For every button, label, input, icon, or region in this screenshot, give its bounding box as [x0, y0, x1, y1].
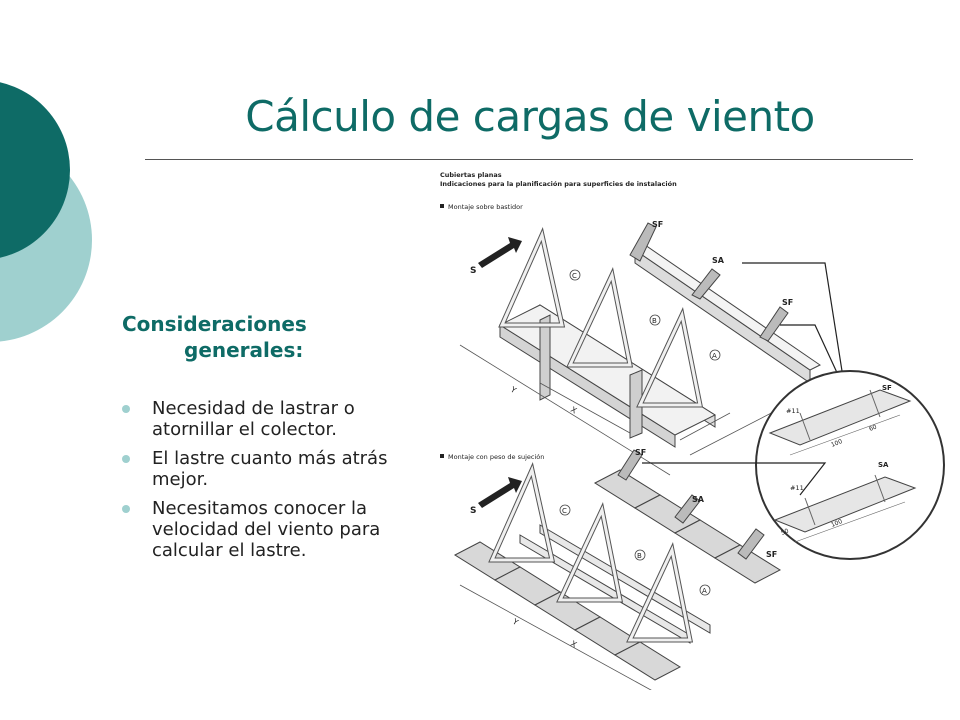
wind-label-s-2: S [470, 506, 476, 516]
figure-header-2: Indicaciones para la planificación para … [440, 180, 677, 188]
wind-label-s: S [470, 266, 476, 276]
bullet-text: El lastre cuanto más atrás mejor. [152, 448, 388, 490]
subheading-line1: Consideraciones [122, 312, 307, 336]
label-b-1: B [652, 317, 657, 325]
subheading: Consideraciones generales: [122, 311, 402, 363]
bullet-item: Necesitamos conocer la velocidad del vie… [122, 498, 402, 561]
bullet-item: Necesidad de lastrar o atornillar el col… [122, 398, 402, 440]
subheading-line2: generales: [184, 338, 304, 362]
detail-dim-50: 50 [780, 527, 790, 536]
detail-dim-60: 60 [868, 423, 878, 432]
label-b-2: B [637, 552, 642, 560]
label-c-2: C [562, 507, 567, 515]
ballast-mount-drawing [453, 449, 827, 696]
bullet-dot-icon [122, 505, 130, 513]
label-a-2: A [702, 587, 707, 595]
decorative-circles [0, 0, 140, 420]
dim-x-1: X [569, 405, 579, 416]
dim-y-2: Y [510, 616, 520, 627]
label-sf-1: SF [652, 220, 663, 229]
frame-mount-drawing: S [459, 222, 846, 476]
mounting-diagram: Cubiertas planas Indicaciones para la pl… [430, 165, 945, 696]
detail-dim-100-2: 100 [830, 518, 843, 529]
label-c-1: C [572, 272, 577, 280]
label-sf-4: SF [766, 550, 777, 559]
bullet-text: Necesidad de lastrar o atornillar el col… [152, 398, 355, 440]
section-label-ballast: Montaje con peso de sujeción [448, 453, 544, 461]
detail-part-2: #11 [790, 484, 804, 492]
bullet-text: Necesitamos conocer la velocidad del vie… [152, 498, 381, 561]
label-sa-1: SA [712, 256, 725, 265]
title-divider [145, 159, 913, 160]
detail-sf: SF [882, 384, 892, 392]
detail-part-1: #11 [786, 407, 800, 415]
bullet-item: El lastre cuanto más atrás mejor. [122, 448, 402, 490]
label-sf-3: SF [635, 448, 646, 457]
bullet-dot-icon [122, 455, 130, 463]
dim-y-1: Y [508, 384, 518, 395]
bullet-dot-icon [122, 405, 130, 413]
section-label-frame: Montaje sobre bastidor [448, 203, 523, 211]
detail-sa: SA [878, 461, 889, 469]
bullet-list: Necesidad de lastrar o atornillar el col… [122, 398, 402, 569]
detail-magnifier: SF SA #11 #11 100 100 60 50 [755, 370, 945, 560]
dim-x-2: X [569, 639, 579, 650]
figure-header-1: Cubiertas planas [440, 171, 502, 179]
slide-title: Cálculo de cargas de viento [245, 92, 815, 141]
label-sa-2: SA [692, 495, 705, 504]
label-sf-2: SF [782, 298, 793, 307]
detail-dim-100-1: 100 [830, 438, 843, 449]
label-a-1: A [712, 352, 717, 360]
